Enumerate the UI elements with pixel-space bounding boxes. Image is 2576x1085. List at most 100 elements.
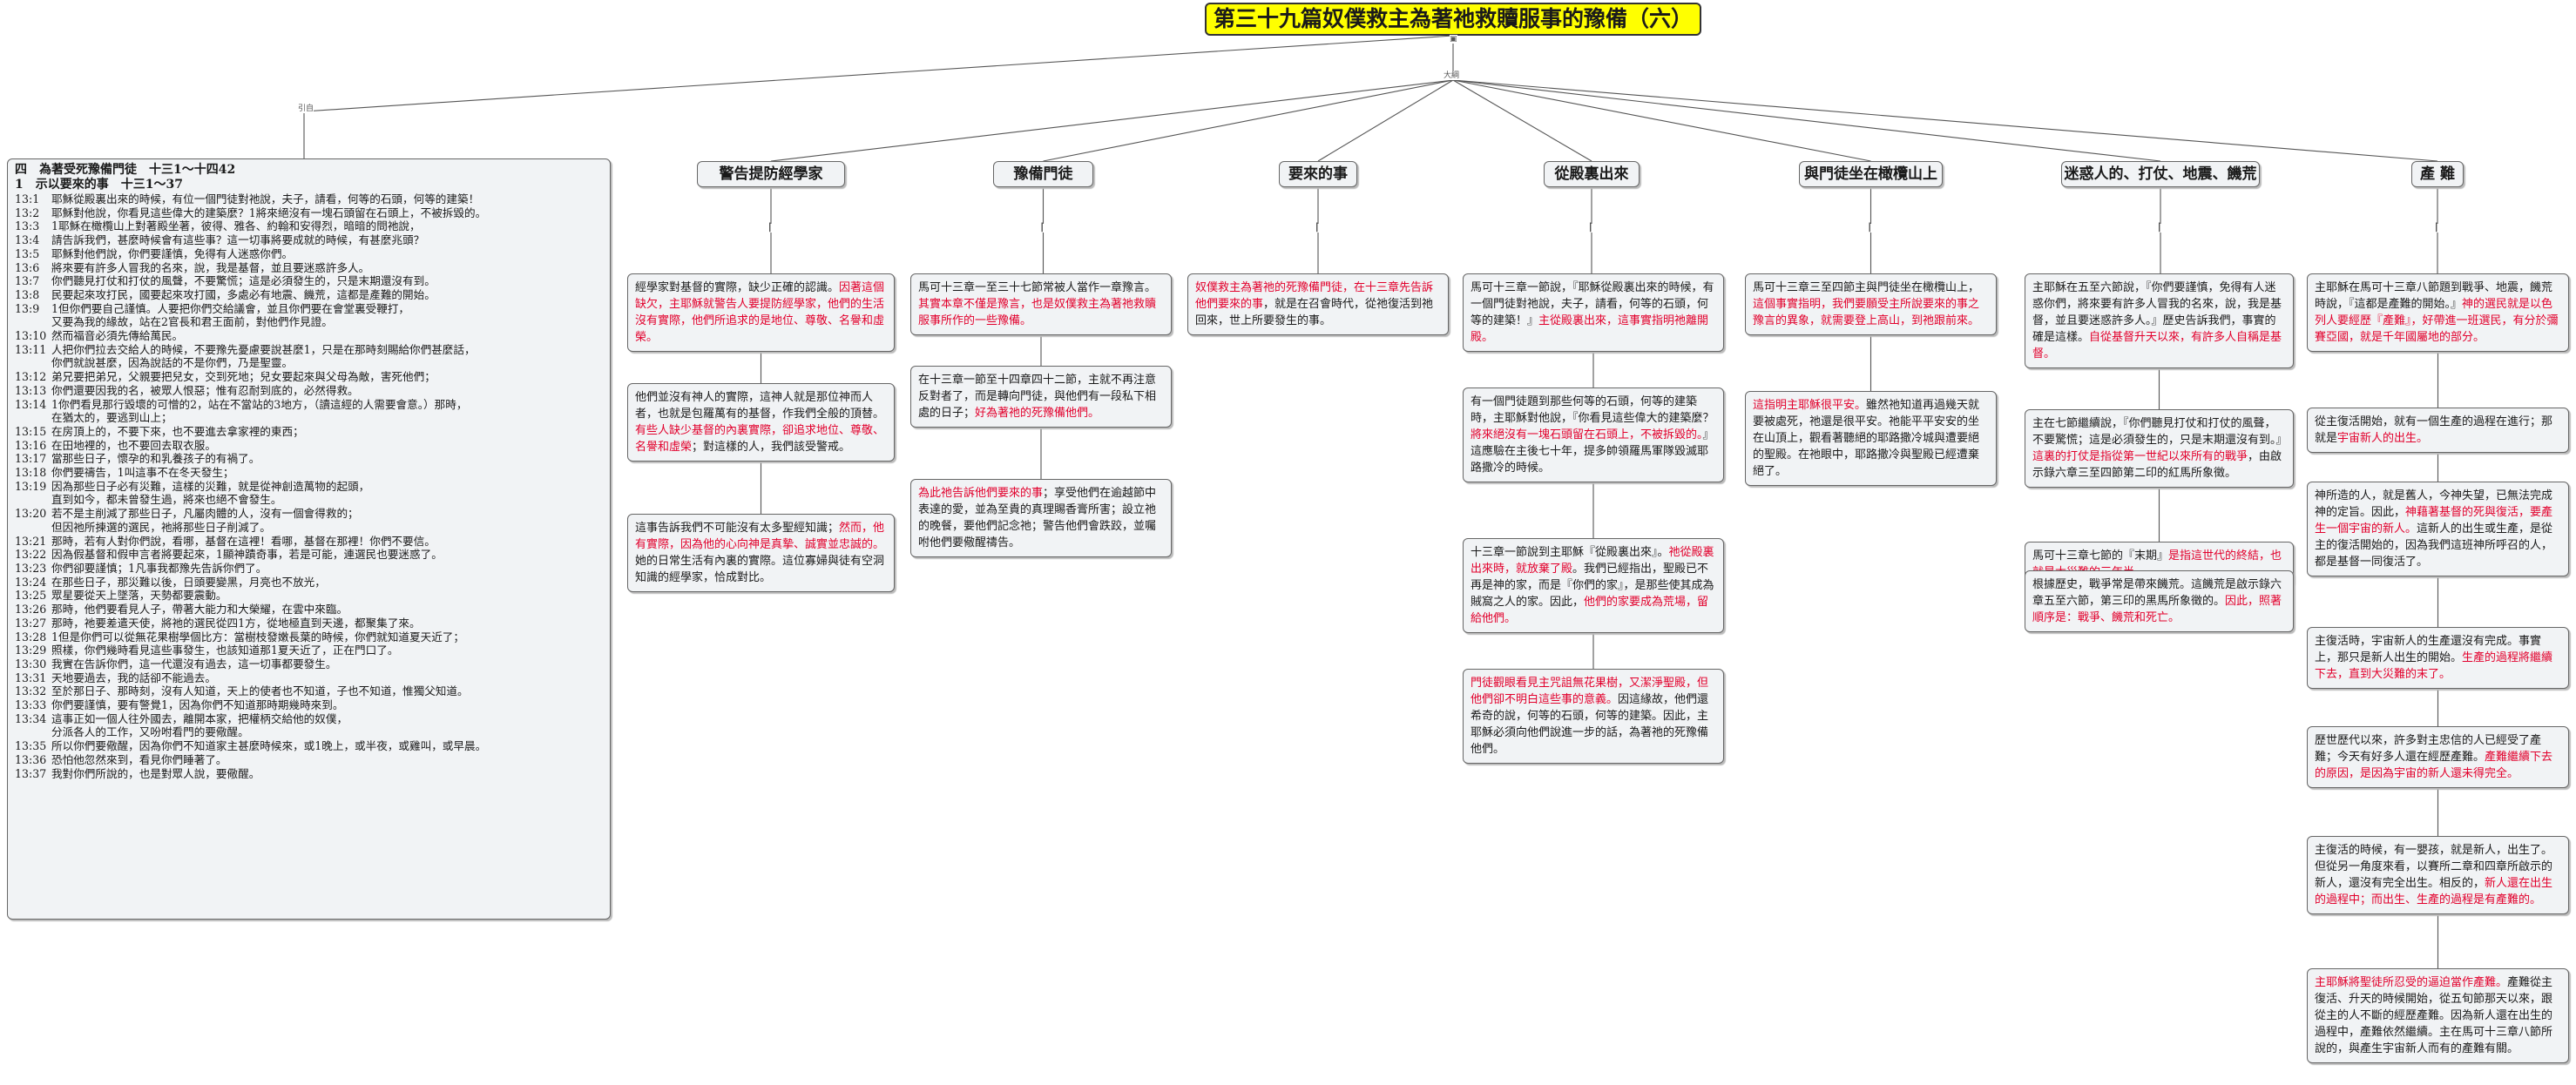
verse-text: 在那些日子，那災難以後，日頭要變黑，月亮也不放光， [51, 575, 326, 589]
verse-line: 但因祂所揀選的選民，祂將那些日子削減了。 [15, 521, 603, 535]
note-box: 神所造的人，就是舊人，今神失望，已無法完成神的定旨。因此，神藉著基督的死與復活，… [2307, 482, 2569, 576]
verse-number: 13:24 [15, 575, 47, 589]
verse-text: 分派各人的工作，又吩咐看門的要儆醒。 [51, 725, 249, 739]
note-text: 十三章一節說到主耶穌『從殿裏出來』。 [1471, 546, 1669, 559]
note-box: 十三章一節說到主耶穌『從殿裏出來』。祂從殿裏出來時，就放棄了殿。我們已經指出，聖… [1463, 538, 1724, 633]
note-box: 馬可十三章一至三十七節常被人當作一章豫言。其實本章不僅是豫言，也是奴僕救主為著祂… [910, 273, 1172, 335]
verse-number: 13:33 [15, 698, 47, 712]
verse-number: 13:22 [15, 548, 47, 562]
highlight-text: 有些人缺少基督的內裏實際，卻追求地位、尊敬、名譽和虛榮 [635, 424, 885, 454]
branch-marker: ┃ [767, 224, 773, 232]
connector-line [1452, 79, 1592, 162]
root-marker: ▣ [1450, 35, 1457, 44]
connector-line [1043, 79, 1454, 162]
verse-text: 恐怕他忽然來到，看見你們睡著了。 [51, 752, 227, 766]
verse-text: 你們還要因我的名，被眾人恨惡；惟有忍耐到底的，必然得救。 [51, 383, 359, 397]
note-text: 她的日常生活有內裏的實際。這位寡婦與徒有空洞知識的經學家，恰成對比。 [635, 555, 885, 584]
verse-number: 13:37 [15, 766, 47, 780]
highlight-text: 這指明主耶穌很平安。 [1753, 399, 1867, 412]
verse-text: 弟兄要把弟兄，父親要把兒女，交到死地；兒女要起來與父母為敵，害死他們； [51, 370, 436, 384]
note-box: 主復活的時候，有一嬰孩，就是新人，出生了。但從另一角度來看，以賽所二章和四章所啟… [2307, 836, 2569, 914]
verse-text: 你們要謹慎，要有警覺1，因為你們不知道那時期幾時來到。 [51, 698, 344, 712]
verse-text: 1但是你們可以從無花果樹學個比方：當樹枝發嫩長葉的時候，你們就知道夏天近了； [51, 630, 464, 644]
note-box: 馬可十三章三至四節主與門徒坐在橄欖山上，這個事實指明，我們要願受主所說要來的事之… [1745, 273, 1997, 335]
note-text: 主耶穌在五至六節說，『你們要謹慎，免得有人迷惑你們，將來要有許多人冒我的名來，說… [2032, 281, 2282, 344]
verse-text: 因為假基督和假申言者將要起來，1顯神蹟奇事，若是可能，連選民也要迷惑了。 [51, 548, 443, 562]
note-text: ，由啟示錄六章三至四節第二印的紅馬所象徵。 [2032, 450, 2282, 480]
verse-text: 因為那些日子必有災難，這樣的災難，就是從神創造萬物的起頭， [51, 479, 370, 493]
note-box: 主復活時，宇宙新人的生產還沒有完成。事實上，那只是新人出生的開始。生產的過程將繼… [2307, 627, 2569, 689]
highlight-text: 然而，他有實際，因為他的心向神是真摯、誠實並忠誠的。 [635, 522, 885, 551]
verse-text: 耶穌從殿裏出來的時候，有位一個門徒對祂說，夫子，請看，何等的石頭，何等的建築！ [51, 192, 480, 206]
note-box: 主在七節繼續說，『你們聽見打仗和打仗的風聲，不要驚慌；這是必須發生的，只是末期還… [2025, 409, 2294, 488]
note-text: 馬可十三章三至四節主與門徒坐在橄欖山上， [1753, 281, 1980, 294]
verse-number: 13:8 [15, 287, 40, 301]
intro-edge-label: 引自 [298, 104, 314, 113]
note-box: 在十三章一節至十四章四十二節，主就不再注意反對者了，而是轉向門徒，與他們有一段私… [910, 366, 1172, 428]
connector-line [770, 79, 1454, 162]
note-text: 這事告訴我們不可能沒有太多聖經知識； [635, 522, 840, 535]
note-text: 馬可十三章一至三十七節常被人當作一章豫言。 [918, 281, 1157, 294]
verse-text: 你們聽見打仗和打仗的風聲，不要驚慌；這是必須發生的，只是末期還沒有到。 [51, 274, 436, 288]
note-text: 馬可十三章一節說，『耶穌從殿裏出來的時候，有一個門徒對祂說，夫子，請看，何等的石… [1471, 281, 1714, 327]
note-box: 根據歷史，戰爭常是帶來饑荒。這饑荒是啟示錄六章五至六節，第三印的黑馬所象徵的。因… [2025, 570, 2294, 632]
panel-heading-1: 四 為著受死豫備門徒 十三1～十四42 [15, 163, 236, 177]
verse-number: 13:21 [15, 534, 47, 548]
verse-text: 當那些日子，懷孕的和乳養孩子的有禍了。 [51, 452, 260, 466]
branch-marker: ┃ [2434, 224, 2439, 232]
note-box: 有一個門徒題到那些何等的石頭，何等的建築時，主耶穌對他說，『你看見這些偉大的建築… [1463, 388, 1724, 482]
note-text: 在十三章一節至十四章四十二節，主就不再注意反對者了，而是轉向門徒，與他們有一段私… [918, 374, 1157, 420]
verse-text: 但因祂所揀選的選民，祂將那些日子削減了。 [51, 520, 271, 534]
verse-text: 然而福音必須先傳給萬民。 [51, 329, 184, 343]
verse-text: 至於那日子、那時刻，沒有人知道，天上的使者也不知道，子也不知道，惟獨父知道。 [51, 684, 469, 698]
verse-number: 13:16 [15, 438, 47, 452]
verse-number: 13:29 [15, 644, 47, 657]
highlight-text: 門徒觀眼看見主咒詛無花果樹，又潔淨聖殿，但他們卻不明白這些事的意義。 [1471, 677, 1709, 706]
root-title: 第三十九篇奴僕救主為著祂救贖服事的豫備（六） [1205, 3, 1701, 36]
note-box: 馬可十三章一節說，『耶穌從殿裏出來的時候，有一個門徒對祂說，夫子，請看，何等的石… [1463, 273, 1724, 352]
panel-heading-2: 1 示以要來的事 十三1～37 [15, 178, 183, 192]
note-text: 馬可十三章七節的『末期』 [2032, 549, 2169, 563]
verse-text: 在田地裡的，也不要回去取衣服。 [51, 438, 216, 452]
branch-header: 從殿裏出來 [1544, 161, 1640, 187]
highlight-text: 祂從殿裏出來時，就放棄了殿 [1471, 546, 1714, 576]
connector-line [1317, 79, 1454, 162]
note-text: 雖然祂知道再過幾天就要被處死，祂還是很平安。祂能平平安安的坐在山頂上，觀看著聽絕… [1753, 399, 1980, 478]
verse-text: 你們卻要謹慎；1凡事我都豫先告訴你們了。 [51, 561, 267, 575]
highlight-text: 新人還在出生的過程中；而出生、生產的過程是有產難的。 [2315, 877, 2553, 906]
verse-text: 耶穌對他說，你看見這些偉大的建築麼？1將來絕沒有一塊石頭留在石頭上，不被拆毀的。 [51, 206, 487, 219]
highlight-text: 主從殿裏出來，這事實指明祂離開殿。 [1471, 314, 1709, 344]
verse-number: 13:25 [15, 589, 47, 603]
note-box: 為此祂告訴他們要來的事；享受他們在逾越節中表達的愛，並為至貴的真理賜香膏所害；設… [910, 479, 1172, 557]
verse-number: 13:35 [15, 739, 47, 753]
verse-number: 13:10 [15, 329, 47, 343]
verse-text: 那時，他們要看見人子，帶著大能力和大榮耀，在雲中來臨。 [51, 603, 348, 617]
verse-number: 13:31 [15, 671, 47, 684]
verse-line: 13:22 因為假基督和假申言者將要起來，1顯神蹟奇事，若是可能，連選民也要迷惑了… [15, 548, 603, 562]
highlight-text: 這裏的打仗是指從第一世紀以來所有的戰爭 [2032, 450, 2248, 463]
connector-line [1452, 79, 2438, 162]
branch-marker: ┃ [2157, 224, 2162, 232]
branch-marker: ┃ [1315, 224, 1320, 232]
verse-line: 又要為我的緣故，站在2官長和君王面前，對他們作見證。 [15, 315, 603, 329]
note-text: 』這應驗在主後七十年，提多帥領羅馬軍隊毀滅耶路撒冷的時候。 [1471, 428, 1714, 475]
note-text: 主復活的時候，有一嬰孩，就是新人，出生了。但從另一角度來看，以賽所二章和四章所啟… [2315, 844, 2553, 890]
branch-marker: ┃ [1039, 224, 1045, 232]
verse-number: 13:5 [15, 246, 40, 260]
connector-line [1452, 79, 1871, 162]
branch-header: 要來的事 [1279, 161, 1357, 187]
